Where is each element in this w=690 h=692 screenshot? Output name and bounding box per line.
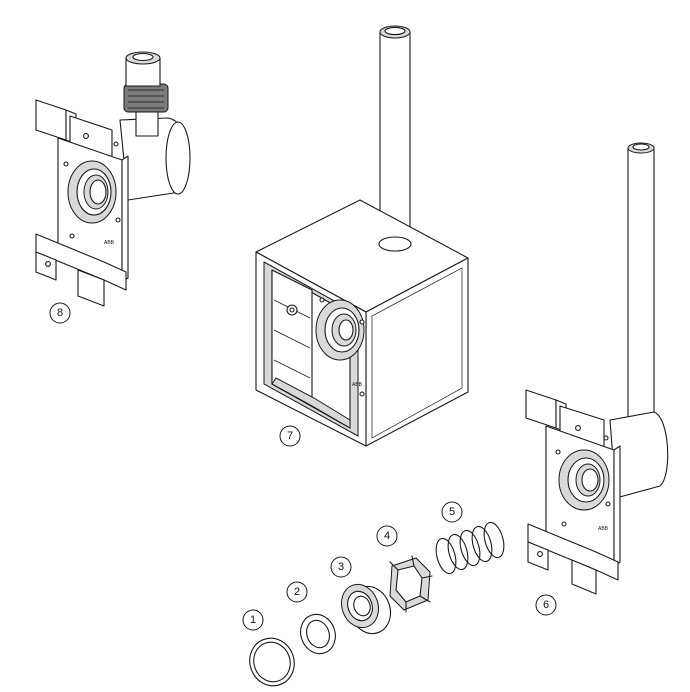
callout-3-label: 3 bbox=[338, 561, 344, 573]
callout-6-label: 6 bbox=[543, 599, 549, 611]
callout-4-label: 4 bbox=[384, 530, 390, 542]
callout-1-label: 1 bbox=[250, 614, 256, 626]
part-1-ring bbox=[249, 637, 295, 687]
part-5-spring bbox=[435, 521, 505, 575]
callout-7-label: 7 bbox=[287, 430, 293, 442]
callout-2-label: 2 bbox=[294, 586, 300, 598]
part-2-washer bbox=[300, 613, 336, 655]
plate-left-brand-mark: ABB bbox=[104, 240, 115, 246]
plate-right-brand-mark: ABB bbox=[598, 526, 609, 532]
callout-6: 6 bbox=[535, 594, 557, 616]
callout-3: 3 bbox=[330, 556, 352, 578]
callout-5: 5 bbox=[441, 501, 463, 523]
callout-4: 4 bbox=[376, 525, 398, 547]
part-6-wall-plate-with-pipe: ABB bbox=[525, 142, 669, 595]
callout-2: 2 bbox=[286, 581, 308, 603]
part-3-bushing bbox=[340, 583, 392, 635]
box-brand-mark: ABB bbox=[352, 382, 363, 388]
part-4-retainer bbox=[389, 555, 433, 613]
callout-7: 7 bbox=[279, 425, 301, 447]
part-7-junction-box: ABB bbox=[255, 25, 469, 447]
callout-5-label: 5 bbox=[449, 506, 455, 518]
callout-1: 1 bbox=[242, 609, 264, 631]
callout-8: 8 bbox=[49, 302, 71, 324]
part-8-wall-plate-with-nipple: ABB bbox=[35, 51, 191, 307]
callout-8-label: 8 bbox=[57, 307, 63, 319]
